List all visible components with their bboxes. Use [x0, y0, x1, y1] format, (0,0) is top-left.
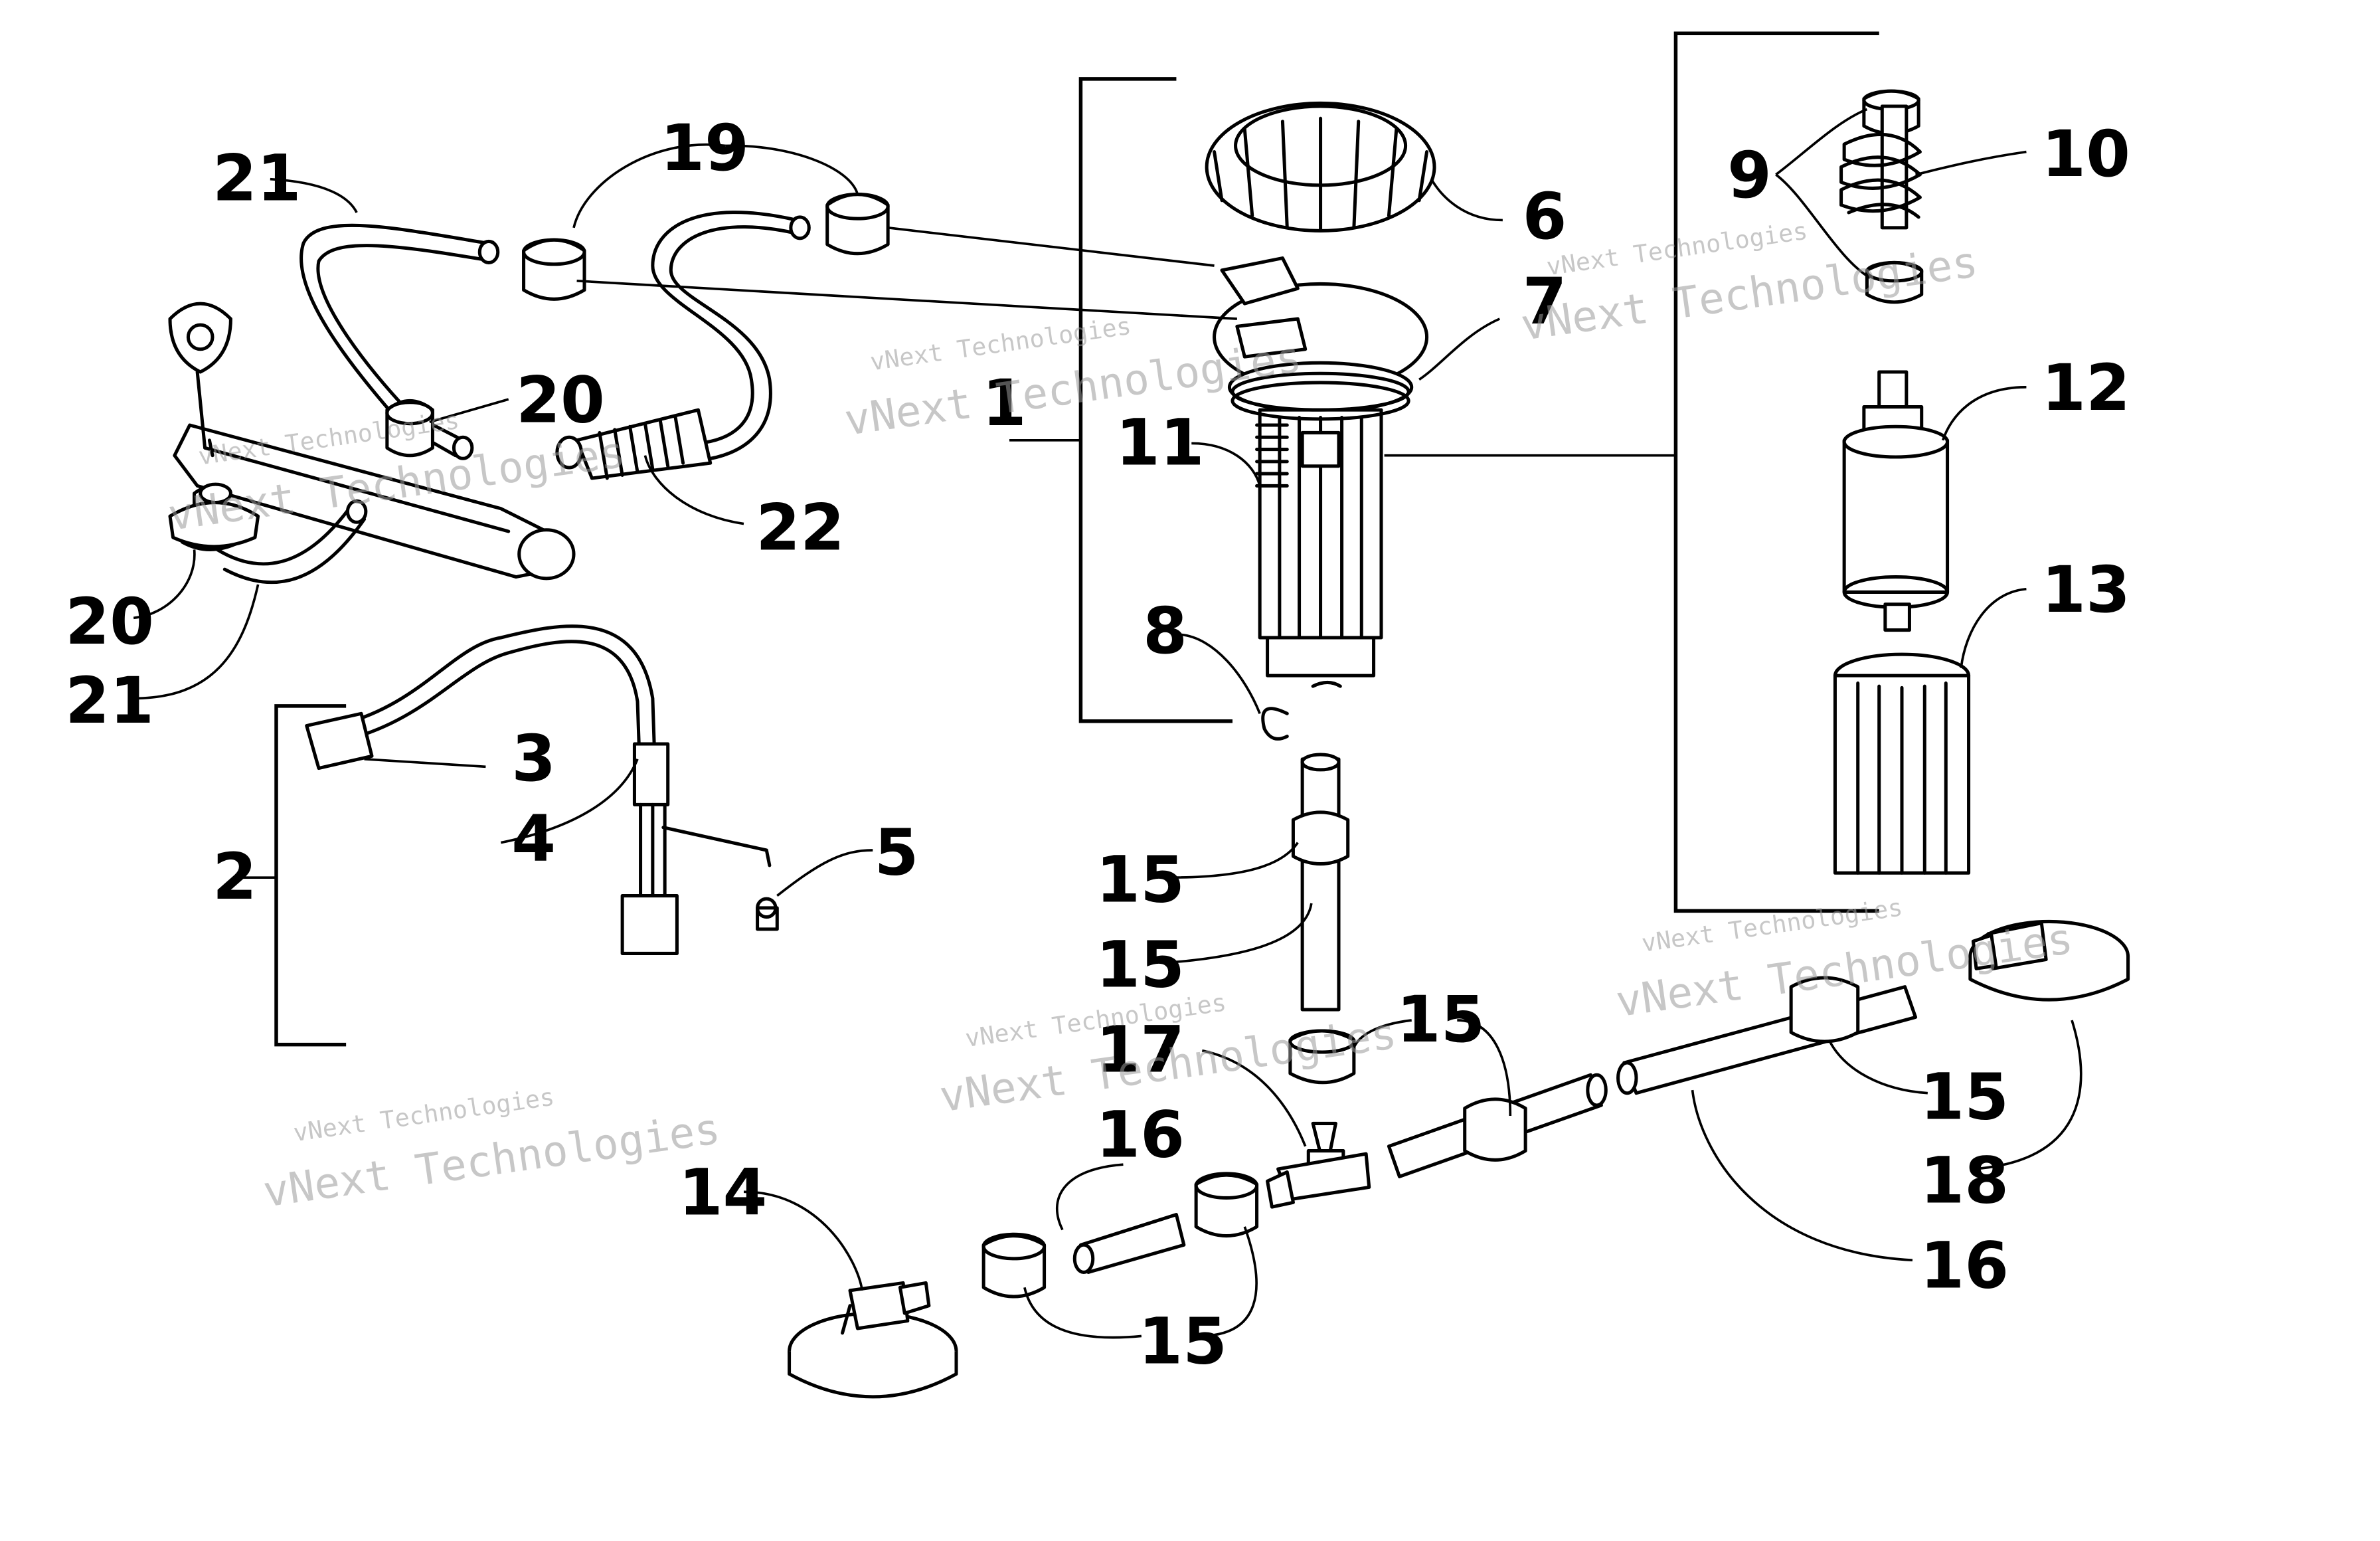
bracket-pump-internals	[1384, 31, 1879, 913]
pump-module-housing	[1213, 256, 1429, 678]
callout-10: 10	[2041, 117, 2130, 191]
clamp-19-left	[522, 238, 586, 301]
callout-15-b: 15	[1397, 982, 1486, 1057]
hose-16-mid	[1387, 1073, 1608, 1178]
leader-lines	[133, 108, 2082, 1339]
clamp-15-left-a	[981, 1232, 1047, 1299]
callout-5: 5	[875, 816, 919, 890]
nut-9-bottom	[1865, 260, 1924, 304]
callout-20-a: 20	[516, 363, 605, 437]
clip-8	[1261, 680, 1342, 741]
callout-3: 3	[511, 721, 556, 796]
callout-8: 8	[1143, 594, 1187, 668]
callout-2: 2	[212, 840, 257, 914]
fuel-pump-12	[1842, 370, 1950, 632]
callout-21-a: 21	[212, 141, 301, 216]
hose-16-right	[1616, 976, 1918, 1095]
spring-11	[1255, 423, 1289, 488]
callout-4: 4	[511, 802, 556, 876]
fuel-hose-21-lower	[211, 499, 368, 585]
lock-ring-6	[1205, 101, 1436, 232]
callout-20-b: 20	[65, 585, 154, 659]
callout-1: 1	[982, 366, 1027, 440]
callout-7: 7	[1523, 264, 1567, 339]
callout-12: 12	[2041, 351, 2130, 425]
callout-15-a: 15	[1096, 843, 1185, 917]
filter-13	[1833, 652, 1971, 875]
callout-6: 6	[1523, 179, 1567, 254]
pickup-14	[788, 1281, 958, 1399]
fuel-hose-21-upper	[299, 223, 500, 460]
hose-16-left	[1072, 1213, 1186, 1274]
callout-labels: 1 2 3 4 5 6 7 8 9 10 11 12 13 14 15 15 1…	[65, 111, 2130, 1379]
clamp-20-upper	[385, 399, 434, 458]
callout-13: 13	[2041, 553, 2130, 627]
callout-16-a: 16	[1096, 1098, 1185, 1172]
callout-18: 18	[1920, 1143, 2009, 1218]
pickup-18	[1968, 919, 2130, 1002]
callout-21-b: 21	[65, 664, 154, 738]
watermark: vNext Technologies vNext Technologies vN…	[165, 217, 2076, 1218]
clamp-15-left-b	[1194, 1172, 1259, 1237]
o-ring-7	[1231, 371, 1410, 421]
wire-harness	[305, 624, 779, 955]
callout-11: 11	[1116, 405, 1205, 480]
callout-16-b: 16	[1920, 1228, 2009, 1303]
tee-fitting-17	[1266, 1121, 1371, 1209]
fuel-hose-22	[555, 211, 811, 480]
callout-19: 19	[660, 111, 749, 185]
callout-22: 22	[756, 490, 845, 565]
callout-15-d: 15	[1138, 1305, 1227, 1379]
callout-14: 14	[679, 1156, 768, 1230]
fuel-line-vertical	[1288, 753, 1356, 1085]
callout-15-c: 15	[1920, 1060, 2009, 1134]
bracket-assembly-2	[242, 704, 347, 1047]
bracket-assembly-1	[1009, 77, 1232, 723]
clamp-19-right	[825, 193, 890, 256]
callout-9: 9	[1727, 138, 1772, 213]
clamp-20-lower	[168, 482, 260, 549]
callout-17: 17	[1096, 1013, 1185, 1087]
callout-15-e: 15	[1096, 928, 1185, 1002]
